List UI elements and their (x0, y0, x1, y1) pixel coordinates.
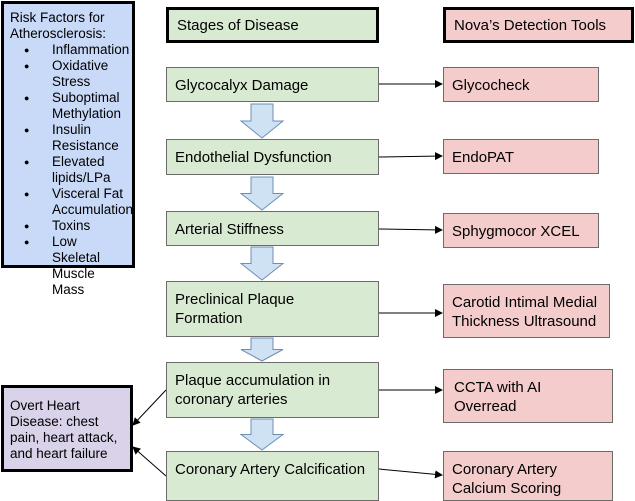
tool-box-ccta: CCTA with AI Overread (443, 369, 613, 423)
risk-factor-item: Elevated lipids/LPa (10, 154, 126, 186)
risk-factor-item: Insulin Resistance (10, 122, 126, 154)
down-arrow-icon (239, 418, 285, 451)
tools-header: Nova’s Detection Tools (443, 7, 634, 43)
down-arrows (239, 103, 285, 451)
down-arrow-icon (239, 246, 285, 281)
tool-box-endopat: EndoPAT (443, 139, 599, 174)
stage-box-endothelial-dysfunction: Endothelial Dysfunction (166, 139, 379, 175)
down-arrow-icon (239, 103, 285, 139)
risk-factor-item: Inflammation (10, 42, 129, 58)
stage-box-plaque-accumulation: Plaque accumulation in coronary arteries (166, 362, 379, 418)
tool-box-sphygmocor: Sphygmocor XCEL (443, 213, 599, 248)
risk-factors-list: Inflammation Oxidative Stress Suboptimal… (10, 42, 133, 298)
stage-box-glycocalyx-damage: Glycocalyx Damage (166, 67, 379, 102)
risk-factor-item: Oxidative Stress (10, 58, 126, 90)
down-arrow-icon (239, 176, 285, 211)
stage-box-arterial-stiffness: Arterial Stiffness (166, 211, 379, 246)
stage-box-preclinical-plaque: Preclinical Plaque Formation (166, 281, 379, 337)
connector-arrow (378, 468, 443, 479)
connector-arrow (378, 152, 443, 161)
tool-box-calcium-scoring: Coronary Artery Calcium Scoring (443, 451, 613, 501)
tool-box-glycocheck: Glycocheck (443, 67, 599, 102)
stage-box-coronary-calcification: Coronary Artery Calcification (166, 451, 379, 501)
risk-factor-item: Visceral Fat Accumulation (10, 186, 133, 218)
risk-factors-box: Risk Factors for Atherosclerosis: Inflam… (1, 1, 135, 297)
down-arrow-icon (240, 337, 284, 362)
tool-box-cimt-ultrasound: Carotid Intimal Medial Thickness Ultraso… (443, 284, 610, 338)
risk-factor-item: Suboptimal Methylation (10, 90, 126, 122)
connector-arrow (132, 446, 167, 477)
connector-arrow (378, 225, 443, 234)
risk-factor-item: Toxins (10, 218, 126, 234)
risk-factors-title: Risk Factors for Atherosclerosis: (10, 10, 107, 41)
overt-heart-disease-box: Overt Heart Disease: chest pain, heart a… (1, 385, 133, 472)
connector-arrow (132, 389, 167, 426)
stages-header: Stages of Disease (166, 7, 379, 43)
risk-factor-item: Low Skeletal Muscle Mass (10, 234, 126, 298)
